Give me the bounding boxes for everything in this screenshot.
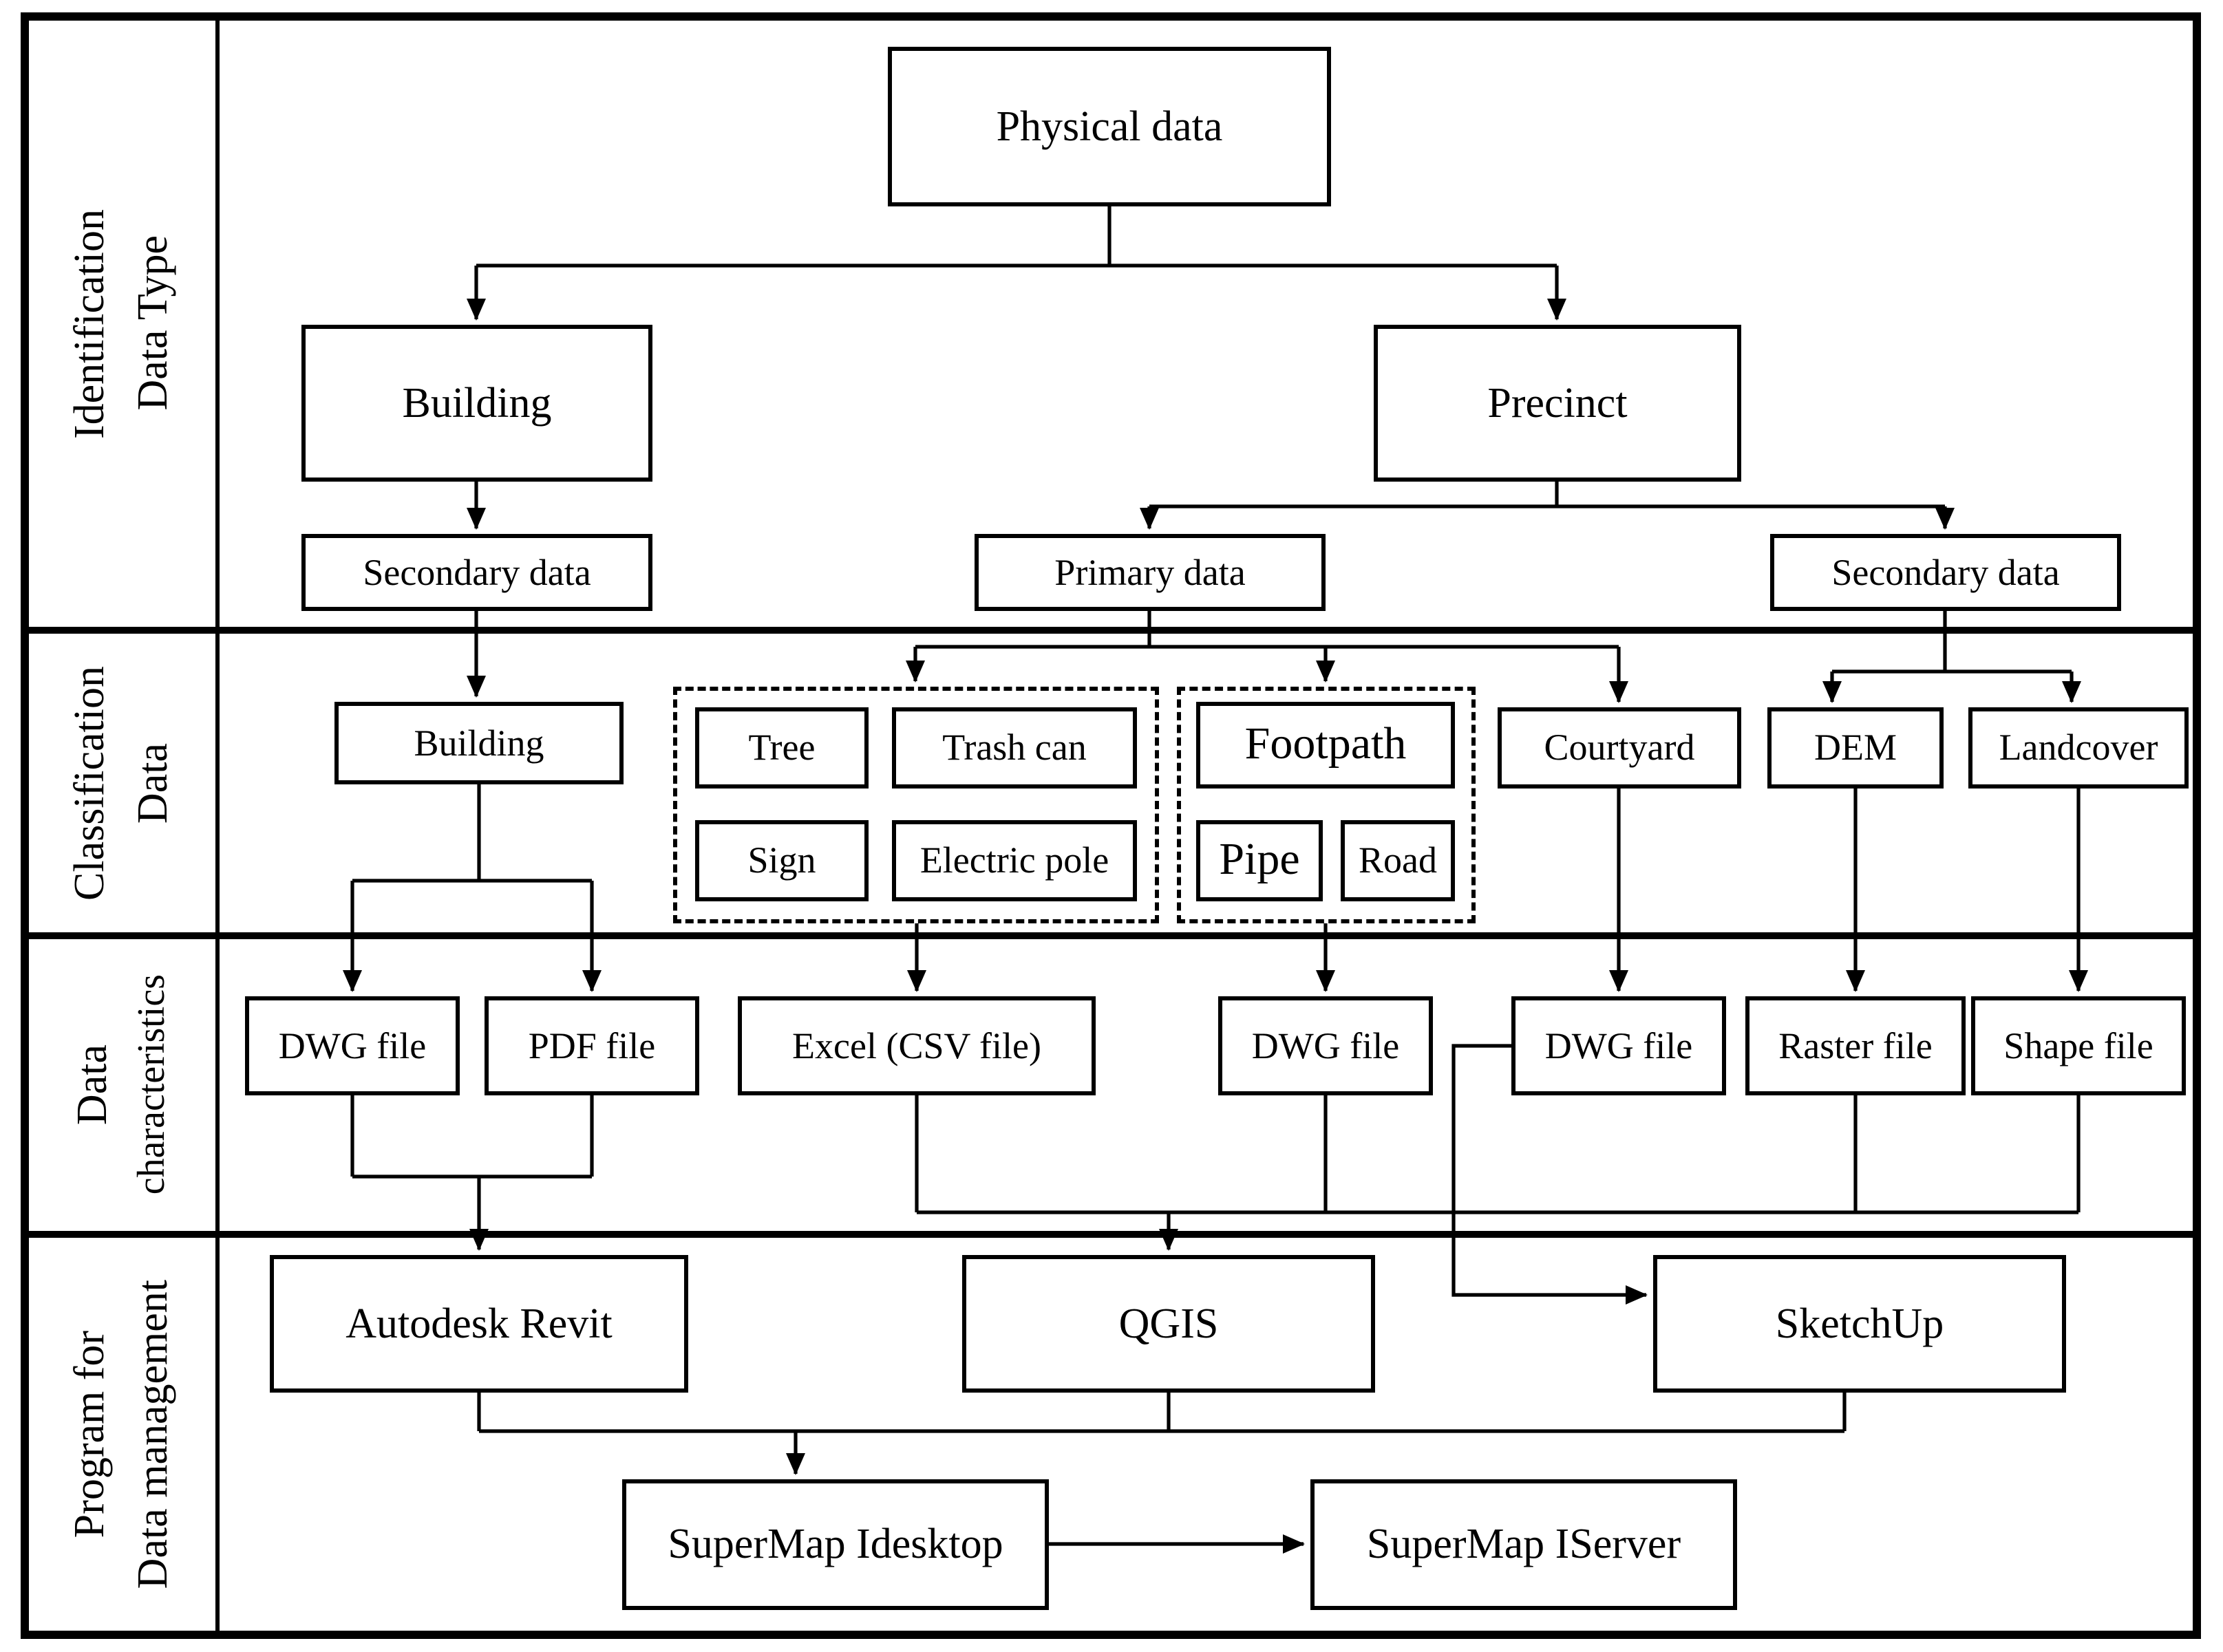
node-autodesk-revit: Autodesk Revit xyxy=(270,1255,688,1393)
node-supermap-idesktop: SuperMap Idesktop xyxy=(622,1479,1049,1610)
node-dwg-file-building: DWG file xyxy=(245,996,460,1095)
node-precinct: Precinct xyxy=(1374,325,1741,482)
row-header-text: Data xyxy=(67,1044,116,1126)
dashed-group-infrastructure xyxy=(1177,687,1476,923)
node-excel-csv-file: Excel (CSV file) xyxy=(738,996,1096,1095)
node-electric-pole: Electric pole xyxy=(892,820,1137,901)
row-header-text: Data management xyxy=(128,1280,176,1589)
row-header-text: characteristics xyxy=(130,974,173,1196)
node-qgis: QGIS xyxy=(962,1255,1375,1393)
dashed-group-street-furniture xyxy=(673,687,1159,923)
node-primary-data: Primary data xyxy=(975,534,1326,611)
row-header-text: Data Type xyxy=(128,235,176,411)
node-precinct-secondary-data: Secondary data xyxy=(1770,534,2121,611)
node-building-secondary-data: Secondary data xyxy=(301,534,652,611)
connector xyxy=(1451,1044,1648,1305)
row-header-text: Program for xyxy=(64,1331,113,1538)
node-raster-file: Raster file xyxy=(1745,996,1966,1095)
row-header-identification: Identification Data Type xyxy=(25,21,217,626)
row-header-classification: Classification Data xyxy=(25,634,217,932)
node-tree: Tree xyxy=(695,707,869,789)
node-building-type: Building xyxy=(301,325,652,482)
node-footpath: Footpath xyxy=(1196,702,1455,789)
connectors xyxy=(343,206,2088,1554)
node-building-class: Building xyxy=(334,702,624,784)
node-landcover: Landcover xyxy=(1968,707,2189,789)
table-frame xyxy=(21,12,2201,1639)
node-trash-can: Trash can xyxy=(892,707,1137,789)
node-dem: DEM xyxy=(1767,707,1944,789)
row-header-data-characteristics: Data characteristics xyxy=(25,940,217,1230)
node-sign: Sign xyxy=(695,820,869,901)
node-shape-file: Shape file xyxy=(1971,996,2186,1095)
node-dwg-file-courtyard: DWG file xyxy=(1511,996,1726,1095)
node-pipe: Pipe xyxy=(1196,820,1323,901)
node-sketchup: SketchUp xyxy=(1653,1255,2066,1393)
node-dwg-file-footpath: DWG file xyxy=(1218,996,1433,1095)
node-road: Road xyxy=(1341,820,1455,901)
row-header-text: Classification xyxy=(64,665,113,901)
row-header-text: Identification xyxy=(64,208,113,438)
row-header-program: Program for Data management xyxy=(25,1238,217,1631)
node-supermap-iserver: SuperMap IServer xyxy=(1310,1479,1737,1610)
node-physical-data: Physical data xyxy=(888,47,1331,206)
row-header-text: Data xyxy=(128,742,176,824)
node-courtyard: Courtyard xyxy=(1498,707,1741,789)
node-pdf-file: PDF file xyxy=(485,996,699,1095)
